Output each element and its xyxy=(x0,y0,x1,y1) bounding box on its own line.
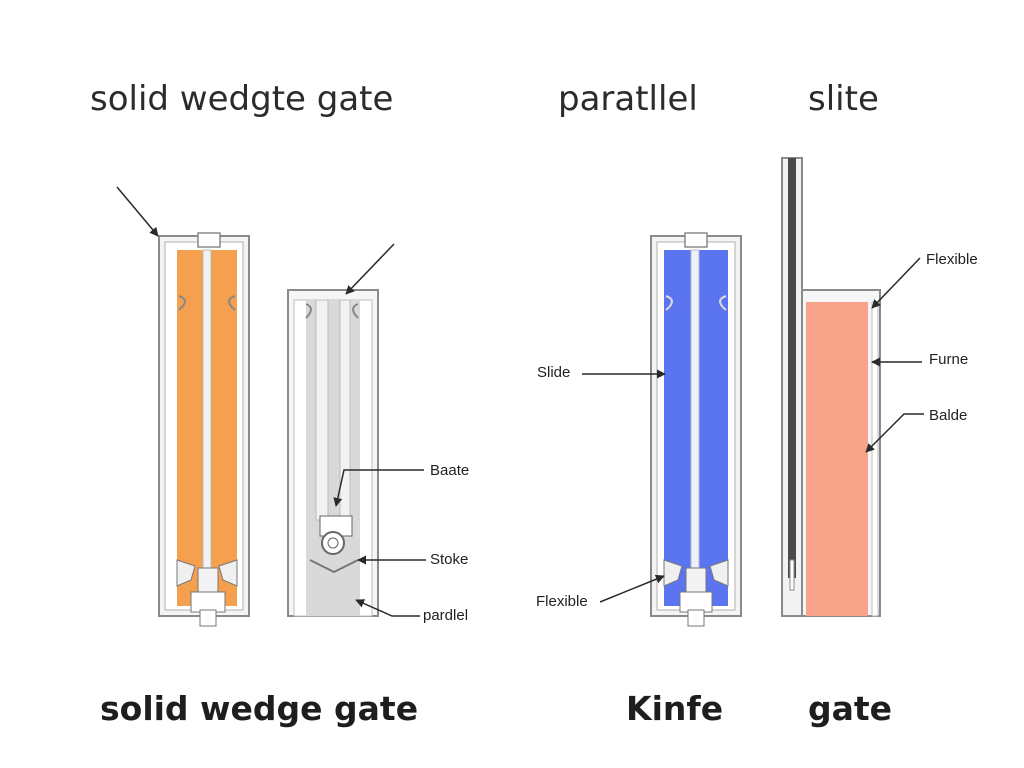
title-parallel: paratllel xyxy=(558,79,698,119)
label-slide: Slide xyxy=(537,364,571,381)
label-flexible-top: Flexible xyxy=(926,251,978,268)
parallel-gate-drawing xyxy=(287,243,426,617)
gray-parallel-blade xyxy=(306,300,360,616)
salmon-slide-blade xyxy=(806,302,868,616)
caption-gate: gate xyxy=(808,689,893,728)
title-solid-wedge-gate: solid wedgte gate xyxy=(90,79,394,119)
label-flexible-left: Flexible xyxy=(536,593,588,610)
title-slite: slite xyxy=(808,79,879,119)
slide-gate-drawing xyxy=(781,157,924,617)
knife-gate-drawing xyxy=(582,232,742,627)
solid-wedge-gate-drawing xyxy=(116,186,250,627)
caption-kinfe: Kinfe xyxy=(626,689,724,728)
label-pardlel: pardlel xyxy=(423,607,469,624)
label-stoke: Stoke xyxy=(430,551,469,568)
label-baate: Baate xyxy=(430,462,470,479)
label-balde: Balde xyxy=(929,407,968,424)
caption-solid-wedge-gate: solid wedge gate xyxy=(100,689,419,728)
label-furne: Furne xyxy=(929,351,969,368)
